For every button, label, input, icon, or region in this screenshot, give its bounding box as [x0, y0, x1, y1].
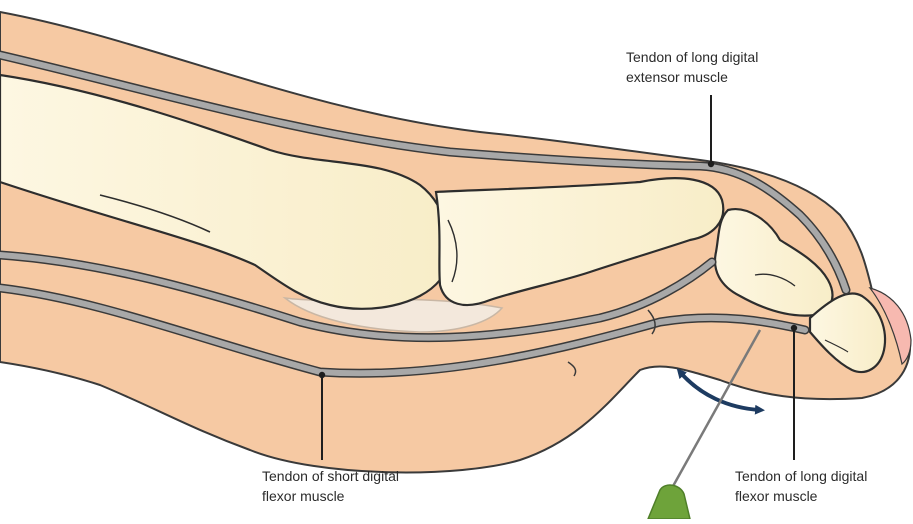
label-line: extensor muscle	[626, 67, 758, 87]
label-line: flexor muscle	[735, 486, 867, 506]
label-line: flexor muscle	[262, 486, 399, 506]
leader-dot-extensor	[708, 161, 714, 167]
label-line: Tendon of long digital	[626, 47, 758, 67]
label-line: Tendon of long digital	[735, 466, 867, 486]
leader-dot-long-flexor	[791, 325, 797, 331]
needle-hub	[648, 485, 690, 519]
label-line: Tendon of short digital	[262, 466, 399, 486]
label-long-digital-flexor-tendon: Tendon of long digital flexor muscle	[735, 466, 867, 506]
label-long-digital-extensor-tendon: Tendon of long digital extensor muscle	[626, 47, 758, 87]
leader-dot-short-flexor	[319, 372, 325, 378]
label-short-digital-flexor-tendon: Tendon of short digital flexor muscle	[262, 466, 399, 506]
